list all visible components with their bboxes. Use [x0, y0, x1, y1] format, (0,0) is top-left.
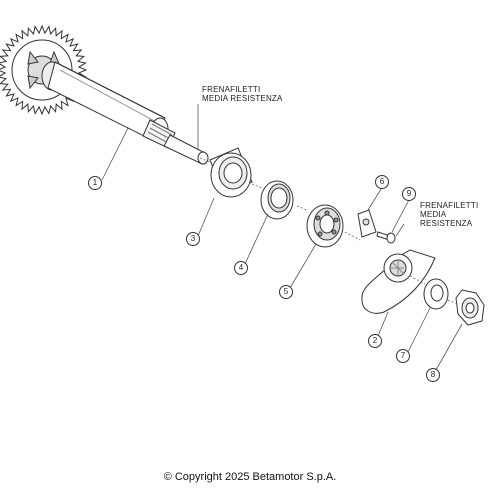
callout-4: 4: [234, 261, 248, 275]
plate-part-6: [357, 209, 377, 238]
copyright-footer: © Copyright 2025 Betamotor S.p.A.: [163, 471, 337, 483]
leader-lines: [101, 104, 463, 371]
washer-part-7: [423, 278, 449, 310]
threadlock-note-top-line1: FRENAFILETTI: [202, 85, 261, 94]
callout-6: 6: [375, 175, 389, 189]
lever-part-2: [361, 249, 436, 314]
callout-3: 3: [186, 232, 200, 246]
ring-part-4: [260, 180, 294, 220]
bearing-part-5: [306, 204, 344, 248]
threadlock-note-right: FRENAFILETTI MEDIA RESISTENZA: [420, 201, 500, 228]
callout-7: 7: [396, 349, 410, 363]
threadlock-note-top: FRENAFILETTI MEDIA RESISTENZA: [202, 85, 283, 103]
callout-8: 8: [426, 368, 440, 382]
callout-9: 9: [402, 187, 416, 201]
assembly-axis: [199, 157, 459, 305]
nut-part-8: [455, 289, 485, 326]
callout-2: 2: [368, 334, 382, 348]
callout-1: 1: [88, 176, 102, 190]
screw-part-9: [376, 231, 396, 244]
threadlock-note-right-line1: FRENAFILETTI: [420, 201, 479, 210]
shaft-part: [41, 61, 209, 165]
threadlock-note-top-line2: MEDIA RESISTENZA: [202, 94, 283, 103]
threadlock-note-right-line2: MEDIA RESISTENZA: [420, 210, 473, 228]
callout-5: 5: [279, 285, 293, 299]
sleeve-part-3: [209, 147, 253, 198]
